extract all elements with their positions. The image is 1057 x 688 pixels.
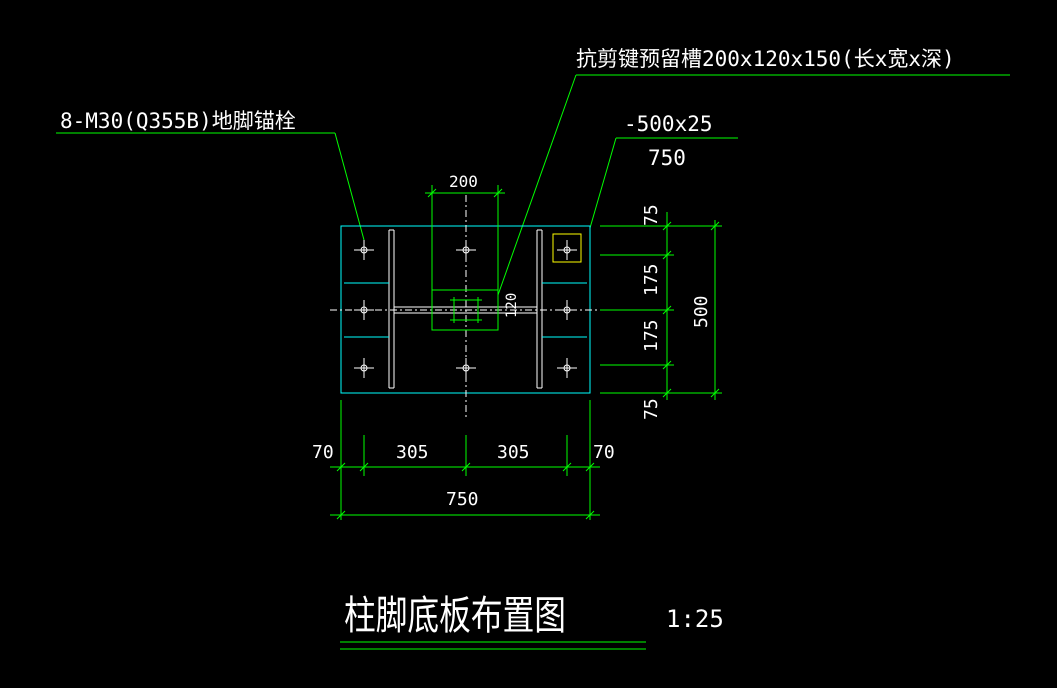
dim-right-top: 75 [641, 204, 662, 226]
dim-top [425, 185, 505, 292]
dim-slot-width: 200 [449, 172, 478, 191]
dim-bottom-left: 70 [312, 442, 334, 463]
drawing-title: 柱脚底板布置图 [344, 593, 566, 639]
leader-anchor-bolts [56, 132, 365, 241]
dim-bottom-mid1: 305 [396, 442, 429, 463]
dim-right-mid1: 175 [641, 263, 662, 296]
highlight-box [552, 233, 582, 263]
anchor-bolt [557, 300, 577, 320]
dim-right-bottom: 75 [641, 398, 662, 420]
label-shear-key-slot: 抗剪键预留槽200x120x150(长x宽x深) [576, 47, 955, 71]
dim-bottom-right: 70 [593, 442, 615, 463]
anchor-bolt [557, 358, 577, 378]
label-plate-thickness: -500x25 [624, 112, 713, 136]
label-plate-length: 750 [648, 146, 686, 170]
dim-bottom-mid2: 305 [497, 442, 530, 463]
anchor-bolt [354, 300, 374, 320]
anchor-bolts [354, 240, 577, 378]
anchor-bolt [354, 358, 374, 378]
column-section [388, 229, 543, 389]
shear-key-slot [431, 289, 499, 331]
dim-right [600, 212, 722, 400]
stiffeners [344, 282, 587, 338]
dim-bottom-total: 750 [446, 489, 479, 510]
anchor-bolt [557, 240, 577, 260]
leader-base-plate [589, 137, 738, 229]
drawing-scale: 1:25 [666, 605, 724, 633]
dim-right-total: 500 [691, 295, 712, 328]
anchor-bolt [456, 240, 476, 260]
anchor-bolt [354, 240, 374, 260]
dim-right-mid2: 175 [641, 319, 662, 352]
dim-slot-height: 120 [504, 293, 520, 318]
title-underline [340, 641, 646, 650]
dim-bottom [330, 400, 600, 520]
anchor-bolt [456, 358, 476, 378]
leader-shear-key-slot [497, 74, 1010, 296]
label-anchor-bolts: 8-M30(Q355B)地脚锚栓 [60, 109, 296, 133]
shear-key [450, 297, 482, 323]
